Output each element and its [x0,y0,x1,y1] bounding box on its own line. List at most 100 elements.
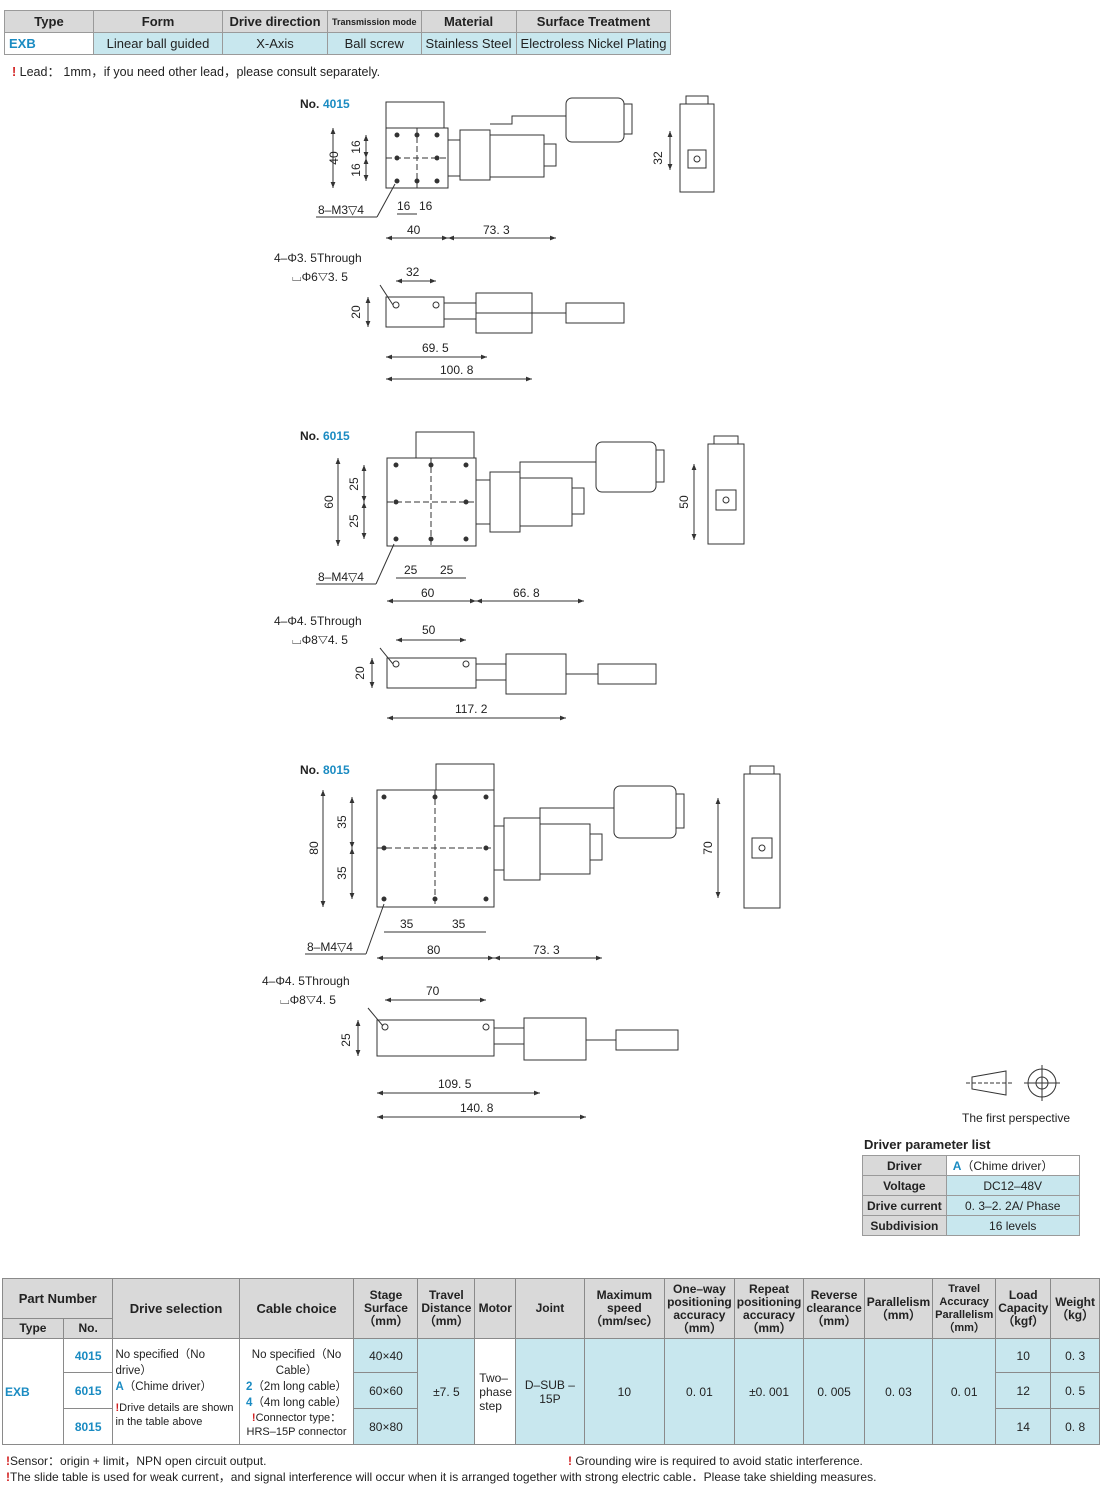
model-6015-hole [393,462,399,468]
model-4015-side-center [687,149,707,169]
model-6015-width-label: 60 [421,586,435,600]
spec-load-4015: 10 [995,1338,1052,1373]
load-unit: （kgf） [1002,1314,1045,1328]
spec-reverse-value: 0. 005 [803,1338,865,1445]
model-4015-drawing: No. 4015 40 16 16 8–M3▽4 16 16 [274,95,715,382]
model-6015-stage-front-view [386,657,477,689]
model-6015-tap-leader [375,543,395,585]
reverse-text: Reverse clearance [806,1288,862,1315]
model-8015-hole [483,896,489,902]
model-6015-front-coupling [475,663,507,681]
model-6015-hole [463,499,469,505]
spec-speed-value: 10 [583,1338,666,1445]
travel-accuracy-text: Travel Accuracy Parallelism [935,1282,994,1321]
model-4015-side-hole [693,155,701,163]
spec-stage-6015: 60×60 [353,1372,419,1409]
model-6015-side-hole [722,496,730,504]
model-4015-height-label: 40 [327,151,341,165]
header-type: Type [4,10,94,33]
drive-current-key: Drive current [862,1195,947,1216]
model-4015-side-dim-label: 32 [651,151,665,165]
model-6015-hole [428,536,434,542]
model-8015-half-a-label: 35 [335,815,349,829]
model-8015-front-connector [615,1029,679,1051]
model-8015-hole [483,845,489,851]
header-travel-accuracy: Travel Accuracy Parallelism（mm） [932,1278,997,1339]
header-one-way-accuracy: One–way positioning accuracy（mm） [664,1278,735,1339]
model-4015-dim-b-label: 100. 8 [440,363,474,377]
model-4015-cbore-label: ⌴Φ6▽3. 5 [292,270,348,284]
model-8015-motor-body [539,823,591,875]
repeat-text: Repeat positioning accuracy [736,1281,802,1322]
model-8015-side-hole [758,844,766,852]
model-6015-motor-body [519,477,573,527]
spec-travel-acc-value: 0. 01 [932,1338,997,1445]
model-8015-motor-ext-label: 73. 3 [533,943,560,957]
header-max-speed: Maximum speed（mm/sec） [583,1278,666,1339]
model-4015-tap-leader [376,183,396,218]
drive-current-value: 0. 3–2. 2A/ Phase [945,1195,1080,1216]
model-8015-hole [381,845,387,851]
model-8015-cbore-label: ⌴Φ8▽4. 5 [280,993,336,1007]
model-6015-hole [463,462,469,468]
model-4015-motor-ext-label: 73. 3 [483,223,510,237]
header-travel-distance: Travel Distance（mm） [417,1278,476,1339]
model-6015-pitch-a-label: 25 [404,563,418,577]
max-speed-unit: （mm/sec） [589,1314,659,1328]
model-6015-side-center [715,489,737,511]
surface-treatment-value: Electroless Nickel Plating [515,32,672,55]
spec-joint-value: D–SUB –15P [515,1338,585,1445]
parallelism-text: Parallelism [866,1294,931,1309]
header-no-sub: No. [62,1318,114,1339]
voltage-key: Voltage [862,1175,947,1196]
model-8015-side-center [751,837,773,859]
model-4015-hole [394,155,400,161]
spec-no-6015: 6015 [62,1372,114,1409]
warning-icon: ! [568,1454,572,1468]
model-4015-half-a-label: 16 [349,140,363,154]
spec-motor-value: Two–phase step [474,1338,517,1445]
model-6015-connector [595,441,657,493]
model-6015-front-hole [392,660,400,668]
spec-row-4015: EXB 4015 No specified（No drive） A（Chime … [2,1338,1100,1445]
model-6015-side-view [707,443,745,545]
header-parallelism: Parallelism（mm） [863,1278,934,1339]
model-6015-half-a-label: 25 [347,477,361,491]
model-8015-motor-bracket [503,817,541,881]
model-6015-pitch-b-label: 25 [440,563,454,577]
model-4015-motor-bracket [459,129,491,181]
model-6015-coupling [475,479,491,525]
header-motor: Motor [474,1278,517,1339]
model-8015-side-top [749,765,775,775]
model-6015-motor-ext-label: 66. 8 [513,586,540,600]
model-4015-front-hole [392,301,400,309]
driver-value: A（Chime driver） [945,1155,1080,1176]
model-6015-dim-a-label: 117. 2 [455,702,488,716]
subdivision-key: Subdivision [862,1215,947,1236]
drive-a-prefix: A [115,1381,124,1393]
model-6015-side-top [713,435,739,445]
model-8015-hole [381,896,387,902]
header-repeat-accuracy: Repeat positioning accuracy（mm） [733,1278,805,1339]
model-4015-hole [394,178,400,184]
drive-note: Drive details are shown in the table abo… [115,1402,234,1428]
spec-weight-8015: 0. 8 [1050,1408,1100,1445]
model-8015-hole [432,794,438,800]
spec-no-4015: 4015 [62,1338,114,1373]
spec-stage-8015: 80×80 [353,1408,419,1445]
model-6015-knob [571,487,585,515]
model-4015-hole-label: 4–Φ3. 5Through [274,251,362,265]
model-8015-cable [539,807,614,818]
spec-weight-4015: 0. 3 [1050,1338,1100,1373]
model-8015-front-hole [381,1023,389,1031]
model-8015-stage-front-view [376,1019,495,1057]
spec-header-row-1: Part Number Drive selection Cable choice… [1,1278,1100,1339]
model-4015-motor-mount [385,101,445,129]
model-8015-front-coupling [493,1027,525,1045]
warning-icon: ! [12,65,17,79]
cable-none: No specified（No Cable） [251,1349,342,1377]
cable-2-prefix: 2 [246,1381,253,1393]
projection-cone [971,1070,1007,1096]
spec-load-6015: 12 [995,1372,1052,1409]
weight-text: Weight [1055,1294,1096,1309]
